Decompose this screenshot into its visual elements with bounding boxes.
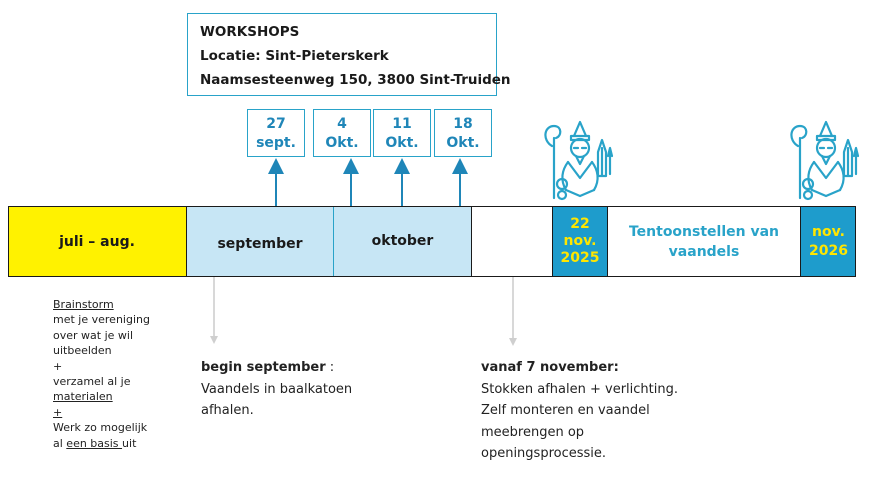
final-month: nov. [812, 223, 845, 240]
note-line: over wat je wil [53, 328, 134, 342]
date-month: Okt. [325, 135, 359, 151]
note-fragment: uit [122, 436, 137, 450]
exhibition-label: Tentoonstellen van vaandels [628, 223, 780, 260]
workshops-info-box: WORKSHOPS Locatie: Sint-Pieterskerk Naam… [187, 13, 511, 96]
workshops-address: Naamsesteenweg 150, 3800 Sint-Truiden [200, 72, 511, 88]
date-day: 4 [337, 116, 347, 132]
date-month: Okt. [446, 135, 480, 151]
note-line: Brainstorm [53, 298, 114, 311]
note-line: openingsprocessie. [481, 446, 607, 461]
note-line: materialen [53, 390, 113, 404]
saint-figure-icon [790, 120, 860, 201]
note-heading-colon: : [325, 360, 335, 375]
timeline-gap [472, 206, 552, 277]
date-box: 18 Okt. [434, 109, 492, 157]
note-november: vanaf 7 november: Stokken afhalen + verl… [481, 357, 678, 465]
timeline-label: juli – aug. [59, 233, 135, 250]
date-month: sept. [256, 135, 296, 151]
note-heading-text: begin september [201, 360, 326, 375]
note-fragment: een basis [66, 436, 123, 450]
note-line: al een basis uit [53, 436, 150, 451]
date-month: Okt. [385, 135, 419, 151]
note-line: Vaandels in baalkatoen [201, 381, 353, 397]
timeline-label: september [217, 235, 303, 252]
timeline-final: nov. 2026 [800, 206, 856, 277]
timeline-october: oktober [334, 206, 472, 277]
date-day: 18 [453, 116, 473, 132]
timeline-exhibition: Tentoonstellen van vaandels [608, 206, 800, 277]
note-heading: vanaf 7 november: [481, 360, 619, 375]
event-year: 2025 [560, 250, 600, 266]
note-fragment: al [53, 436, 67, 450]
note-line: uitbeelden [53, 344, 112, 358]
timeline-september: september [187, 206, 334, 277]
arrow-down-head [210, 336, 218, 344]
timeline-label: oktober [371, 232, 434, 249]
date-day: 27 [266, 116, 286, 132]
note-september: begin september : Vaandels in baalkatoen… [201, 357, 352, 422]
date-box: 27 sept. [247, 109, 305, 157]
note-line: + [53, 405, 63, 419]
note-line: met je vereniging [53, 313, 150, 327]
note-line: afhalen. [201, 403, 254, 418]
event-month: nov. [563, 233, 597, 249]
workshops-location: Locatie: Sint-Pieterskerk [200, 48, 389, 64]
saint-figure-icon [544, 120, 614, 201]
event-day: 22 [570, 216, 590, 232]
note-line: verzamel al je [53, 375, 131, 389]
note-heading: begin september : [201, 357, 352, 379]
final-year: 2026 [809, 242, 848, 259]
note-line: meebrengen op [481, 424, 585, 440]
date-day: 11 [392, 116, 412, 132]
timeline-july-august: juli – aug. [8, 206, 187, 277]
note-line: Zelf monteren en vaandel [481, 403, 650, 418]
timeline-event-date: 22 nov. 2025 [552, 206, 608, 277]
workshops-title: WORKSHOPS [200, 24, 300, 40]
arrow-down-head [509, 338, 517, 346]
note-line: Stokken afhalen + verlichting. [481, 381, 678, 397]
note-line: Werk zo mogelijk [53, 421, 148, 435]
date-box: 11 Okt. [373, 109, 431, 157]
note-july-august: Brainstorm met je vereniging over wat je… [53, 297, 150, 451]
note-line: + [53, 359, 63, 373]
date-box: 4 Okt. [313, 109, 371, 157]
